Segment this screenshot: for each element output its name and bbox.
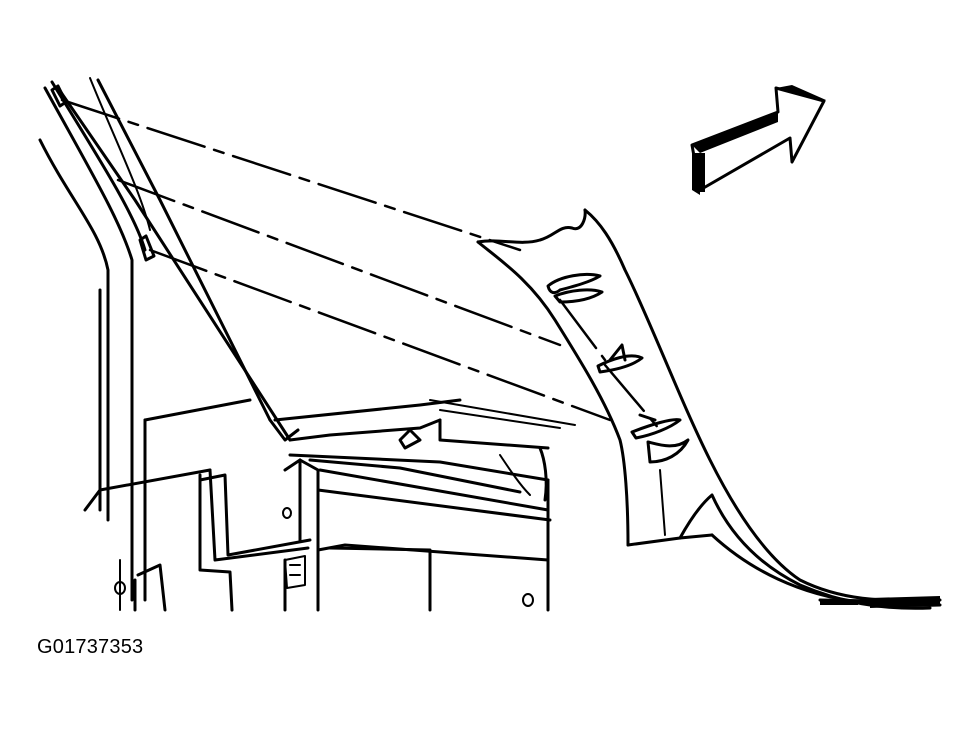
rear-pillar-trim-panel: [476, 208, 942, 610]
figure-id-label: G01737353: [37, 636, 144, 658]
fastener-alignment-lines: [60, 98, 662, 432]
cargo-floor-area: [273, 398, 576, 612]
trim-clip: [546, 272, 604, 304]
forward-arrow-icon: [690, 85, 826, 195]
trim-clip: [630, 413, 690, 464]
body-clip-hole: [138, 234, 156, 262]
vehicle-body-structure: [38, 77, 320, 612]
body-clip-hole: [50, 84, 68, 108]
